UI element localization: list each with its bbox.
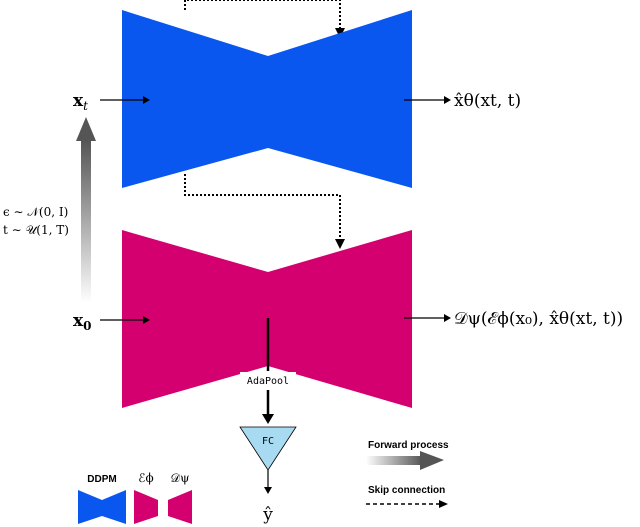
noise-timestep-label: t ∼ 𝒰(1, T) xyxy=(3,223,69,237)
legend-encoder-icon xyxy=(134,490,158,524)
fc-label: FC xyxy=(262,436,274,447)
legend-skip-connection-head xyxy=(439,500,448,508)
forward-process-arrow-shaft xyxy=(81,141,91,303)
x0-input-arrowhead xyxy=(143,316,150,324)
fc-layer xyxy=(239,426,297,471)
legend-ddpm-label: DDPM xyxy=(87,474,116,485)
skip-connection-top xyxy=(184,0,341,30)
encoder-block xyxy=(122,230,268,408)
decoder-output-arrowhead xyxy=(444,314,451,322)
legend-forward-process-label: Forward process xyxy=(368,440,449,451)
ddpm-encoder-half xyxy=(122,10,268,188)
skip-arrowhead-middle xyxy=(335,239,345,249)
adapool-to-fc-arrowhead xyxy=(262,414,274,424)
x0-label: x0 xyxy=(73,311,92,333)
fc-to-output-arrowhead xyxy=(264,487,272,494)
legend-decoder-label: 𝒟ψ xyxy=(171,471,190,485)
decoder-block xyxy=(268,230,412,408)
legend-decoder-icon xyxy=(168,490,192,524)
adapool-label: AdaPool xyxy=(247,376,289,387)
xt-label: xt xyxy=(73,91,88,113)
ddpm-decoder-half xyxy=(268,10,412,188)
legend-forward-process-shaft xyxy=(366,456,422,465)
skip-connection-middle xyxy=(184,174,341,240)
legend-forward-process-head xyxy=(420,451,444,470)
legend-encoder-label: ℰϕ xyxy=(138,471,153,485)
ddpm-output-label: x̂θ(xt, t) xyxy=(454,91,521,111)
forward-process-arrow-head xyxy=(76,117,96,141)
legend-ddpm-right-icon xyxy=(102,490,126,524)
noise-epsilon-label: ϵ ∼ 𝒩(0, I) xyxy=(3,205,68,219)
y-hat-label: ŷ xyxy=(262,505,273,525)
adapool-box xyxy=(240,372,296,388)
ddpm-output-arrowhead xyxy=(444,96,451,104)
legend-skip-connection-label: Skip connection xyxy=(368,485,445,496)
legend-ddpm-left-icon xyxy=(78,490,102,524)
decoder-output-label: 𝒟ψ(ℰϕ(x₀), x̂θ(xt, t)) xyxy=(454,309,623,329)
xt-input-arrowhead xyxy=(143,96,150,104)
